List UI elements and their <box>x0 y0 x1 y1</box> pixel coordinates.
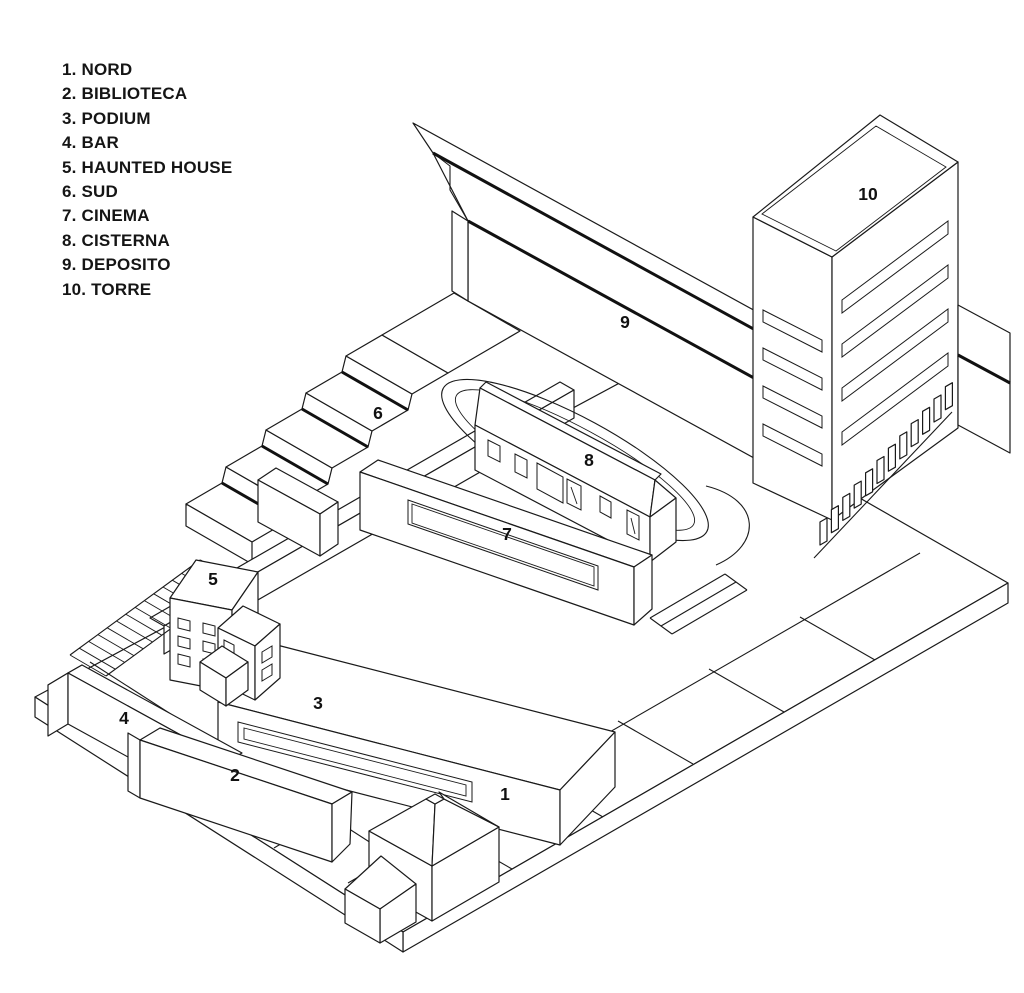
label-haunted-house: 5 <box>208 569 218 589</box>
label-sud: 6 <box>373 403 383 423</box>
legend-item-cinema: 7. CINEMA <box>62 206 150 226</box>
legend-item-bar: 4. BAR <box>62 133 119 153</box>
legend-item-haunted-house: 5. HAUNTED HOUSE <box>62 157 233 177</box>
building-biblioteca <box>127 727 353 863</box>
building-deposito <box>412 122 846 509</box>
building-haunted-house <box>169 559 281 707</box>
deposito-roof-right <box>957 304 1011 454</box>
legend-item-deposito: 9. DEPOSITO <box>62 255 171 275</box>
ramp-steps <box>649 485 750 635</box>
label-nord: 1 <box>500 784 510 804</box>
label-cinema: 7 <box>502 524 512 544</box>
label-cisterna: 8 <box>584 450 594 470</box>
legend: 1. NORD 2. BIBLIOTECA 3. PODIUM 4. BAR 5… <box>62 58 232 302</box>
legend-item-cisterna: 8. CISTERNA <box>62 230 170 250</box>
fin-row <box>813 382 954 559</box>
legend-item-torre: 10. TORRE <box>62 279 152 299</box>
legend-item-nord: 1. NORD <box>62 60 133 79</box>
legend-item-sud: 6. SUD <box>62 182 118 202</box>
drawing-number-labels: 1 2 3 4 5 6 7 8 9 10 <box>119 184 878 804</box>
building-podium <box>217 643 616 846</box>
label-torre: 10 <box>858 184 878 204</box>
legend-item-podium: 3. PODIUM <box>62 108 151 128</box>
label-bar: 4 <box>119 708 129 728</box>
building-cisterna <box>474 381 677 563</box>
label-biblioteca: 2 <box>230 765 240 785</box>
label-deposito: 9 <box>620 312 630 332</box>
legend-item-biblioteca: 2. BIBLIOTECA <box>62 84 188 104</box>
building-cinema <box>359 459 653 626</box>
building-torre <box>752 114 959 521</box>
label-podium: 3 <box>313 693 323 713</box>
small-box <box>257 467 339 557</box>
pavilion-annex <box>344 855 417 944</box>
